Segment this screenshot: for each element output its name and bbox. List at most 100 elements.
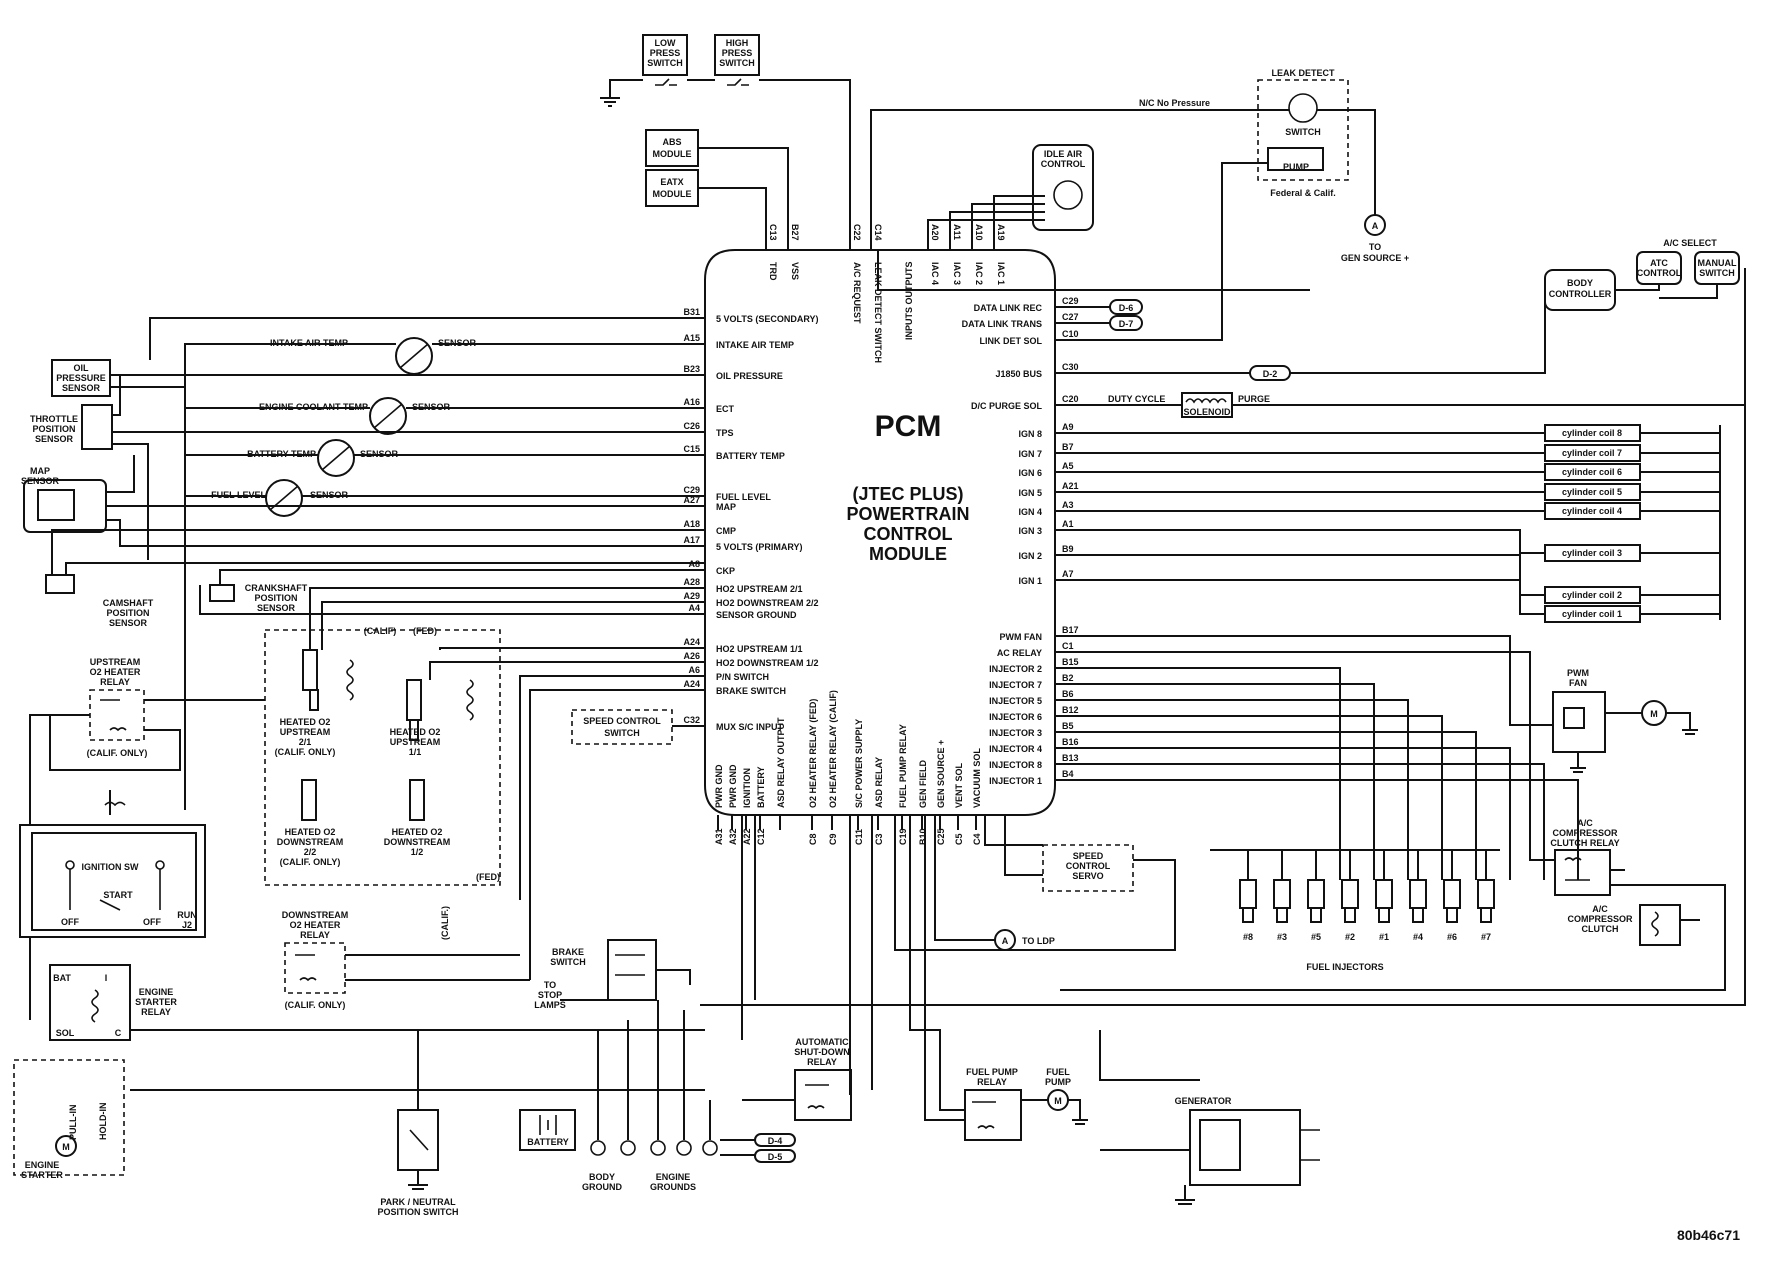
svg-text:BODY: BODY	[589, 1172, 615, 1182]
injector-signal	[1055, 667, 1341, 880]
svg-text:IGNITION SW: IGNITION SW	[82, 862, 140, 872]
speed-control-servo: SPEED CONTROL SERVO	[894, 815, 1176, 951]
pcm-pin-number: B31	[683, 307, 700, 317]
svg-text:LOW: LOW	[655, 38, 676, 48]
idle-air-control: IDLE AIR CONTROL	[927, 144, 1094, 250]
fuel-injector-tip	[1310, 907, 1322, 923]
pcm-pin-number: A31	[714, 828, 724, 845]
pcm-pin-label: IAC 2	[974, 262, 984, 285]
svg-text:SENSOR: SENSOR	[21, 476, 60, 486]
pcm-pin-label: BRAKE SWITCH	[716, 686, 786, 696]
svg-text:DOWNSTREAM: DOWNSTREAM	[277, 837, 344, 847]
svg-text:CONTROL: CONTROL	[1041, 159, 1086, 169]
svg-text:COMPRESSOR: COMPRESSOR	[1567, 914, 1633, 924]
to-ldp: A TO LDP	[934, 815, 1055, 951]
svg-text:I: I	[105, 973, 108, 983]
pcm-pin-number: C11	[854, 829, 864, 845]
pcm-pin-label: D/C PURGE SOL	[971, 401, 1043, 411]
svg-text:SHUT-DOWN: SHUT-DOWN	[794, 1047, 850, 1057]
svg-text:2/2: 2/2	[304, 847, 317, 857]
fuel-injector-tip	[1276, 907, 1288, 923]
pcm-pin-label: INJECTOR 3	[989, 728, 1042, 738]
svg-text:LAMPS: LAMPS	[534, 1000, 566, 1010]
svg-text:(FED): (FED)	[476, 872, 500, 882]
pcm-pin-label: DATA LINK TRANS	[962, 319, 1042, 329]
pcm-pin-number: C8	[808, 833, 818, 845]
svg-text:UPSTREAM: UPSTREAM	[390, 737, 441, 747]
pcm-pin-label: PWR GND	[728, 764, 738, 808]
pcm-pin-number: B27	[790, 224, 800, 241]
svg-text:FUEL LEVEL: FUEL LEVEL	[211, 490, 266, 500]
svg-text:PARK / NEUTRAL: PARK / NEUTRAL	[380, 1197, 456, 1207]
injector-label: #2	[1345, 932, 1355, 942]
svg-text:ABS: ABS	[662, 137, 681, 147]
ignition-coil-label: cylinder coil 2	[1562, 590, 1622, 600]
ignition-coil-label: cylinder coil 4	[1562, 506, 1622, 516]
svg-text:START: START	[103, 890, 133, 900]
pcm-pin-label: AC RELAY	[997, 648, 1042, 658]
pcm-pin-number: A17	[683, 535, 700, 545]
pcm-pin-label: BATTERY	[756, 767, 766, 809]
pcm-pin-label: GEN SOURCE +	[936, 740, 946, 808]
pcm-pin-number: A5	[1062, 461, 1074, 471]
pcm-pin-number: B4	[1062, 769, 1074, 779]
svg-text:SENSOR: SENSOR	[109, 618, 148, 628]
svg-text:TO: TO	[544, 980, 556, 990]
pcm-pin-label: HO2 DOWNSTREAM 1/2	[716, 658, 819, 668]
pcm-pin-number: A1	[1062, 519, 1074, 529]
svg-text:N/C No Pressure: N/C No Pressure	[1139, 98, 1210, 108]
svg-text:A: A	[1372, 221, 1379, 231]
pcm-pin-number: B16	[1062, 737, 1079, 747]
pcm-pin-number: A9	[1062, 422, 1074, 432]
pcm-pin-label: HO2 UPSTREAM 1/1	[716, 644, 803, 654]
svg-text:O2 HEATER: O2 HEATER	[290, 920, 341, 930]
svg-text:RELAY: RELAY	[100, 677, 130, 687]
svg-text:SENSOR: SENSOR	[257, 603, 296, 613]
pcm-pin-number: C15	[683, 444, 700, 454]
low-press-switch: LOW PRESS SWITCH	[600, 34, 688, 107]
pcm-pin-label: IAC 4	[930, 262, 940, 285]
svg-text:(CALIF. ONLY): (CALIF. ONLY)	[275, 747, 336, 757]
svg-text:RELAY: RELAY	[807, 1057, 837, 1067]
pcm-pin-number: C5	[954, 833, 964, 845]
svg-text:SWITCH: SWITCH	[719, 58, 755, 68]
svg-text:LEAK DETECT: LEAK DETECT	[1272, 68, 1336, 78]
pcm-pin-number: B13	[1062, 753, 1079, 763]
pcm-title: PCM	[875, 410, 942, 443]
svg-text:IDLE AIR: IDLE AIR	[1044, 149, 1083, 159]
svg-text:FAN: FAN	[1569, 678, 1587, 688]
leak-detect: LEAK DETECT SWITCH PUMP Federal & Calif.…	[870, 68, 1409, 341]
svg-text:PUMP: PUMP	[1283, 162, 1309, 172]
svg-text:SWITCH: SWITCH	[1285, 127, 1321, 137]
injector-signal	[1055, 731, 1477, 880]
pcm-pin-label: VACUUM SOL	[972, 748, 982, 808]
svg-text:CRANKSHAFT: CRANKSHAFT	[245, 583, 308, 593]
svg-text:INTAKE AIR TEMP: INTAKE AIR TEMP	[270, 338, 348, 348]
svg-text:C: C	[115, 1028, 122, 1038]
pcm-pin-number: A10	[974, 224, 984, 241]
svg-text:(FED): (FED)	[413, 626, 437, 636]
svg-text:M: M	[1054, 1096, 1062, 1106]
injector-label: #8	[1243, 932, 1253, 942]
pcm-pin-number: A26	[683, 651, 700, 661]
svg-text:A/C: A/C	[1592, 904, 1608, 914]
svg-text:D-6: D-6	[1119, 303, 1134, 313]
pcm-pin-label: ASD RELAY	[874, 757, 884, 808]
purge-solenoid: DUTY CYCLE SOLENOID PURGE	[1055, 392, 1745, 418]
pcm-module: PCM (JTEC PLUS) POWERTRAIN CONTROL MODUL…	[683, 224, 1078, 845]
pcm-pin-label: O2 HEATER RELAY (CALIF)	[828, 690, 838, 808]
injector-label: #5	[1311, 932, 1321, 942]
pwm-fan: PWM FAN M	[1055, 635, 1698, 773]
pcm-pin-number: C29	[683, 485, 700, 495]
pcm-pin-label: IGN 7	[1018, 449, 1042, 459]
pcm-pin-label: A/C REQUEST	[852, 262, 862, 324]
pcm-pin-number: A20	[930, 224, 940, 241]
pcm-pin-number: B7	[1062, 442, 1074, 452]
pcm-pin-label: HO2 UPSTREAM 2/1	[716, 584, 803, 594]
injector-label: #4	[1413, 932, 1423, 942]
svg-text:1/1: 1/1	[409, 747, 422, 757]
pcm-pin-number: C22	[852, 224, 862, 241]
pcm-pin-number: C4	[972, 833, 982, 845]
